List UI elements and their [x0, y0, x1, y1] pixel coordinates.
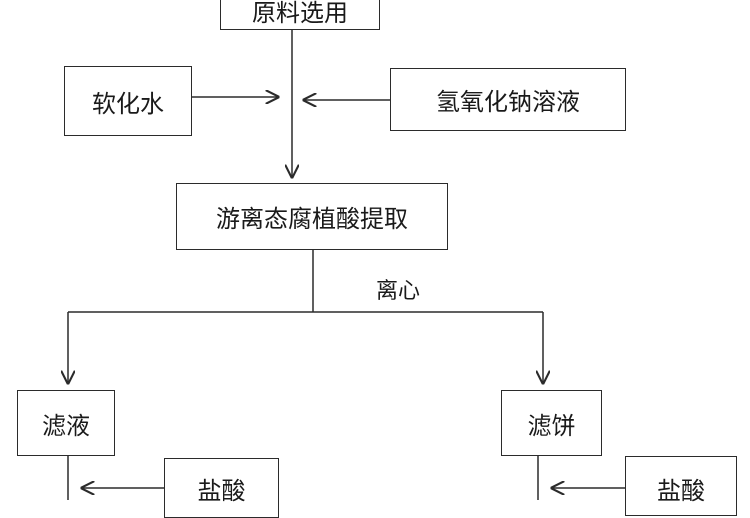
- centrifuge-label: 离心: [376, 279, 421, 304]
- flow-connectors: [0, 30, 625, 500]
- softened-water-box: 软化水: [64, 66, 192, 136]
- filter-cake-label: 滤饼: [527, 411, 576, 440]
- hydrochloric-acid-left-box: 盐酸: [164, 458, 279, 518]
- filter-cake-box: 滤饼: [501, 390, 602, 456]
- hydrochloric-acid-right-box: 盐酸: [625, 456, 737, 516]
- raw-material-box: 原料选用: [220, 0, 380, 30]
- hydrochloric-acid-right-label: 盐酸: [657, 477, 705, 505]
- filtrate-label: 滤液: [42, 411, 90, 440]
- softened-water-label: 软化水: [92, 89, 164, 118]
- extraction-label: 游离态腐植酸提取: [216, 205, 408, 233]
- raw-material-label: 原料选用: [252, 0, 348, 27]
- hydrochloric-acid-left-label: 盐酸: [197, 477, 246, 505]
- extraction-box: 游离态腐植酸提取: [176, 183, 448, 250]
- sodium-hydroxide-label: 氢氧化钠溶液: [436, 88, 580, 116]
- sodium-hydroxide-box: 氢氧化钠溶液: [390, 68, 626, 131]
- filtrate-box: 滤液: [17, 390, 115, 456]
